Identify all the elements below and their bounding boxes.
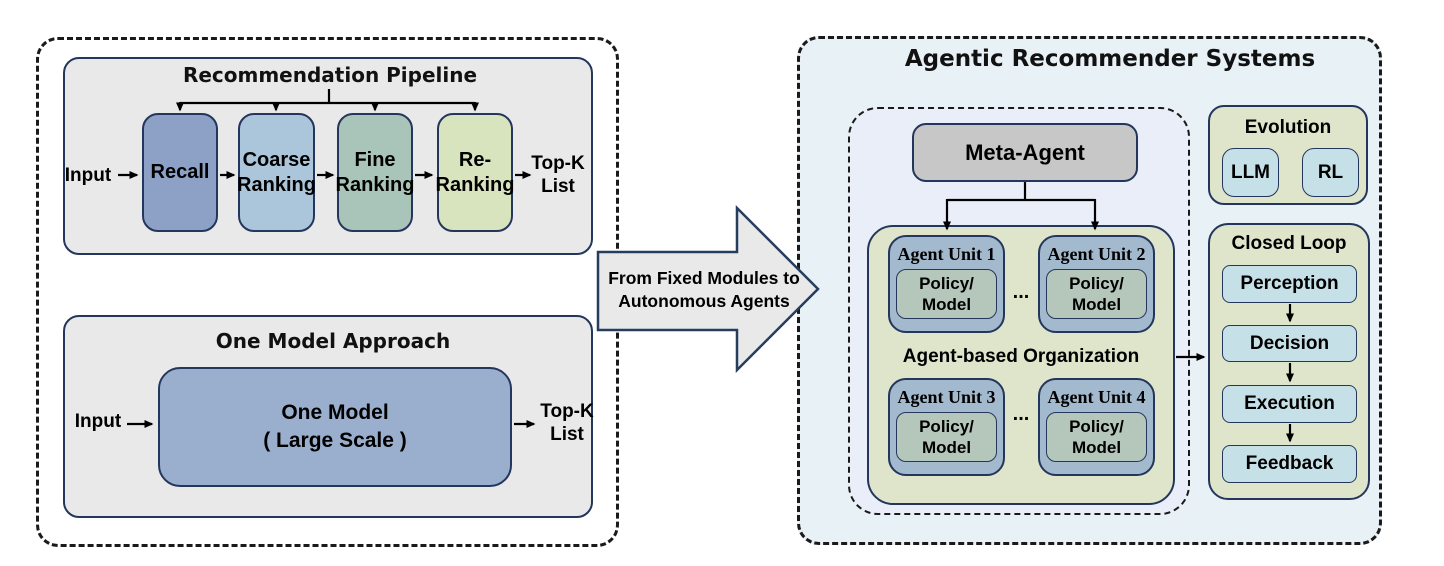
one-model-box: One Model ( Large Scale ) — [158, 367, 512, 487]
llm-box: LLM — [1222, 148, 1279, 197]
transition-line2: Autonomous Agents — [618, 291, 790, 311]
stage-fine-ranking: Fine Ranking — [335, 113, 415, 232]
rl-box: RL — [1302, 148, 1359, 197]
transition-arrow-label: From Fixed Modules to Autonomous Agents — [597, 267, 811, 313]
stage-rerank-label-line1: Re- — [458, 148, 492, 171]
agent-unit-3-policy-box: Policy/ Model — [896, 412, 997, 462]
closed-loop-step-perception: Perception — [1222, 265, 1357, 303]
closed-loop-title: Closed Loop — [1231, 233, 1347, 254]
stage-coarse-label-line2: Ranking — [237, 173, 316, 196]
agent-unit-1: Agent Unit 1 Policy/ Model — [888, 235, 1005, 333]
agent-unit-3: Agent Unit 3 Policy/ Model — [888, 378, 1005, 476]
closed-loop-step-decision: Decision — [1222, 325, 1357, 362]
meta-agent-label: Meta-Agent — [965, 139, 1085, 165]
pipeline-output-line2: List — [541, 176, 575, 197]
agent-unit-1-title: Agent Unit 1 — [897, 244, 996, 264]
stage-rerank-label-line2: Ranking — [435, 173, 515, 196]
stage-re-ranking: Re- Ranking — [435, 113, 515, 232]
agentic-systems-title: Agentic Recommender Systems — [904, 46, 1316, 72]
evolution-title: Evolution — [1244, 117, 1332, 138]
stage-fine-label-line2: Ranking — [335, 173, 415, 196]
recommendation-pipeline-title: Recommendation Pipeline — [182, 63, 478, 87]
ellipsis-row1: ... — [1012, 281, 1030, 303]
agent-unit-4: Agent Unit 4 Policy/ Model — [1038, 378, 1155, 476]
ellipsis-row2: ... — [1012, 403, 1030, 425]
agent-unit-1-policy-box: Policy/ Model — [896, 269, 997, 319]
agent-unit-3-title: Agent Unit 3 — [897, 387, 996, 407]
one-model-title: One Model Approach — [215, 329, 451, 353]
stage-fine-label-line1: Fine — [354, 148, 396, 171]
pipeline-input-label: Input — [64, 165, 112, 186]
stage-coarse-ranking: Coarse Ranking — [237, 113, 316, 232]
closed-loop-step-execution: Execution — [1222, 385, 1357, 423]
pipeline-output-line1: Top-K — [531, 153, 585, 174]
pipeline-output-label: Top-K List — [528, 152, 588, 198]
transition-line1: From Fixed Modules to — [608, 268, 800, 288]
one-model-output-line2: List — [550, 424, 584, 445]
agent-organization-label: Agent-based Organization — [902, 346, 1140, 367]
one-model-box-line2: ( Large Scale ) — [263, 429, 407, 452]
agent-unit-4-title: Agent Unit 4 — [1047, 387, 1146, 407]
one-model-output-line1: Top-K — [540, 401, 594, 422]
agent-unit-2-policy-box: Policy/ Model — [1046, 269, 1147, 319]
meta-agent-box: Meta-Agent — [912, 123, 1138, 182]
stage-recall: Recall — [142, 113, 218, 232]
stage-recall-label: Recall — [150, 161, 210, 183]
one-model-output-label: Top-K List — [536, 400, 598, 446]
one-model-input-label: Input — [74, 411, 122, 432]
stage-coarse-label-line1: Coarse — [242, 148, 311, 171]
one-model-box-line1: One Model — [281, 401, 389, 424]
closed-loop-step-feedback: Feedback — [1222, 445, 1357, 483]
agent-unit-2-title: Agent Unit 2 — [1047, 244, 1146, 264]
agent-unit-4-policy-box: Policy/ Model — [1046, 412, 1147, 462]
agent-unit-2: Agent Unit 2 Policy/ Model — [1038, 235, 1155, 333]
